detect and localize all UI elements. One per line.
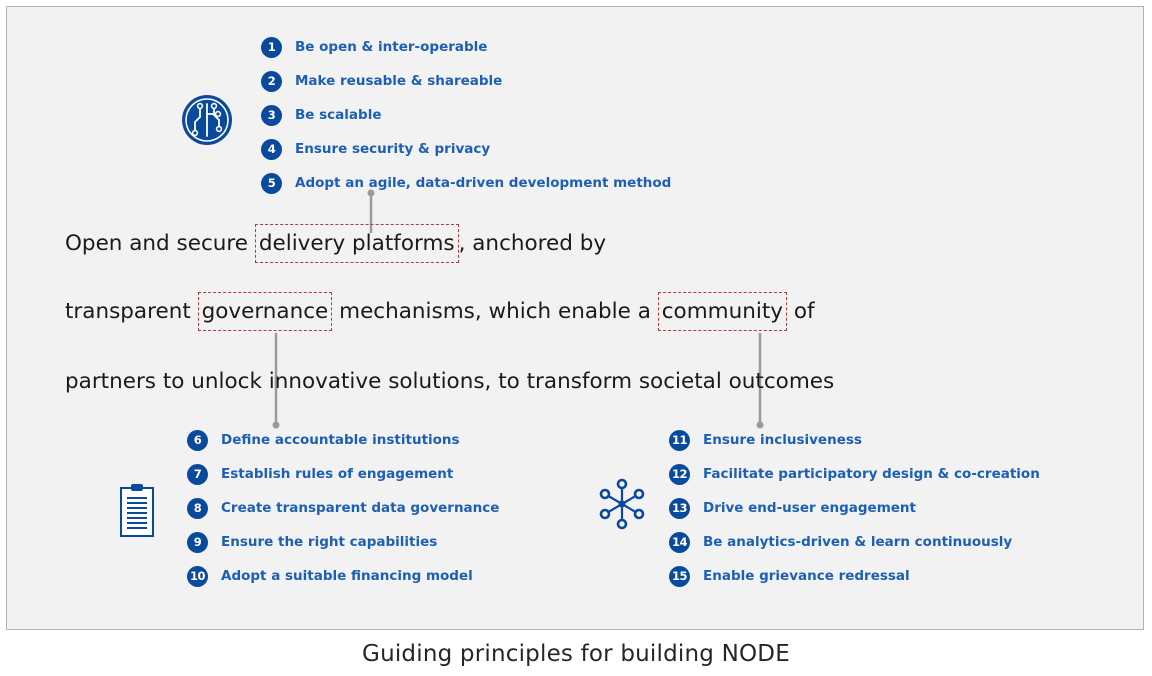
statement-line-3: partners to unlock innovative solutions,…: [65, 369, 835, 394]
community-principles-list: 11 Ensure inclusiveness 12 Facilitate parti…: [669, 423, 1040, 593]
keyword-delivery-platforms: delivery platforms: [254, 224, 459, 263]
principle-number-badge: 10: [187, 565, 208, 587]
network-nodes-icon: [599, 478, 645, 530]
principle-number-badge: 9: [187, 531, 208, 553]
keyword-community: community: [657, 292, 787, 331]
statement-text: transparent: [65, 299, 198, 324]
principle-text: Ensure security & privacy: [295, 141, 491, 157]
principle-number-badge: 13: [669, 497, 690, 519]
principle-number-badge: 15: [669, 565, 690, 587]
statement-line-1: Open and secure delivery platforms, anch…: [65, 224, 607, 263]
principle-text: Enable grievance redressal: [703, 568, 910, 584]
connector-dot-community: [756, 421, 764, 429]
principle-text: Establish rules of engagement: [221, 466, 454, 482]
principle-text: Ensure inclusiveness: [703, 432, 862, 448]
principle-text: Adopt an agile, data-driven development …: [295, 175, 672, 191]
connector-dot-platforms: [367, 189, 375, 197]
principle-text: Drive end-user engagement: [703, 500, 916, 516]
statement-text: mechanisms, which enable a: [332, 299, 658, 324]
principle-item: 6 Define accountable institutions: [187, 423, 499, 457]
principle-number-badge: 5: [261, 172, 282, 194]
principle-item: 7 Establish rules of engagement: [187, 457, 499, 491]
statement-line-2: transparent governance mechanisms, which…: [65, 292, 815, 331]
principle-number-badge: 3: [261, 104, 282, 126]
diagram-panel: 1 Be open & inter-operable 2 Make reusable …: [6, 6, 1144, 630]
statement-text: of: [786, 299, 815, 324]
principle-item: 15 Enable grievance redressal: [669, 559, 1040, 593]
principle-item: 11 Ensure inclusiveness: [669, 423, 1040, 457]
principle-item: 5 Adopt an agile, data-driven development…: [261, 166, 671, 200]
principle-number-badge: 2: [261, 70, 282, 92]
principle-text: Be open & inter-operable: [295, 39, 488, 55]
principle-text: Ensure the right capabilities: [221, 534, 438, 550]
figure-caption: Guiding principles for building NODE: [362, 641, 790, 667]
principle-text: Facilitate participatory design & co-cre…: [703, 466, 1040, 482]
principle-item: 14 Be analytics-driven & learn continuous…: [669, 525, 1040, 559]
principle-item: 9 Ensure the right capabilities: [187, 525, 499, 559]
principle-item: 1 Be open & inter-operable: [261, 30, 671, 64]
principle-number-badge: 11: [669, 429, 690, 451]
keyword-governance: governance: [197, 292, 333, 331]
statement-text: Open and secure: [65, 231, 255, 256]
principle-text: Make reusable & shareable: [295, 73, 503, 89]
principle-item: 8 Create transparent data governance: [187, 491, 499, 525]
principle-number-badge: 4: [261, 138, 282, 160]
principle-text: Adopt a suitable financing model: [221, 568, 473, 584]
principle-item: 10 Adopt a suitable financing model: [187, 559, 499, 593]
principle-item: 3 Be scalable: [261, 98, 671, 132]
circuit-chip-icon: [182, 95, 232, 145]
statement-text: , anchored by: [458, 231, 607, 256]
principle-number-badge: 1: [261, 36, 282, 58]
principle-text: Create transparent data governance: [221, 500, 500, 516]
principle-text: Be analytics-driven & learn continuously: [703, 534, 1013, 550]
principle-item: 2 Make reusable & shareable: [261, 64, 671, 98]
governance-principles-list: 6 Define accountable institutions 7 Establi…: [187, 423, 499, 593]
principle-text: Be scalable: [295, 107, 382, 123]
connector-lines: [272, 189, 764, 429]
principle-number-badge: 6: [187, 429, 208, 451]
principle-number-badge: 14: [669, 531, 690, 553]
connector-dot-governance: [272, 421, 280, 429]
principle-item: 4 Ensure security & privacy: [261, 132, 671, 166]
platform-principles-list: 1 Be open & inter-operable 2 Make reusable …: [261, 30, 671, 200]
principle-number-badge: 8: [187, 497, 208, 519]
principle-item: 13 Drive end-user engagement: [669, 491, 1040, 525]
clipboard-icon: [120, 484, 154, 537]
principle-item: 12 Facilitate participatory design & co-c…: [669, 457, 1040, 491]
principle-number-badge: 7: [187, 463, 208, 485]
principle-text: Define accountable institutions: [221, 432, 460, 448]
principle-number-badge: 12: [669, 463, 690, 485]
